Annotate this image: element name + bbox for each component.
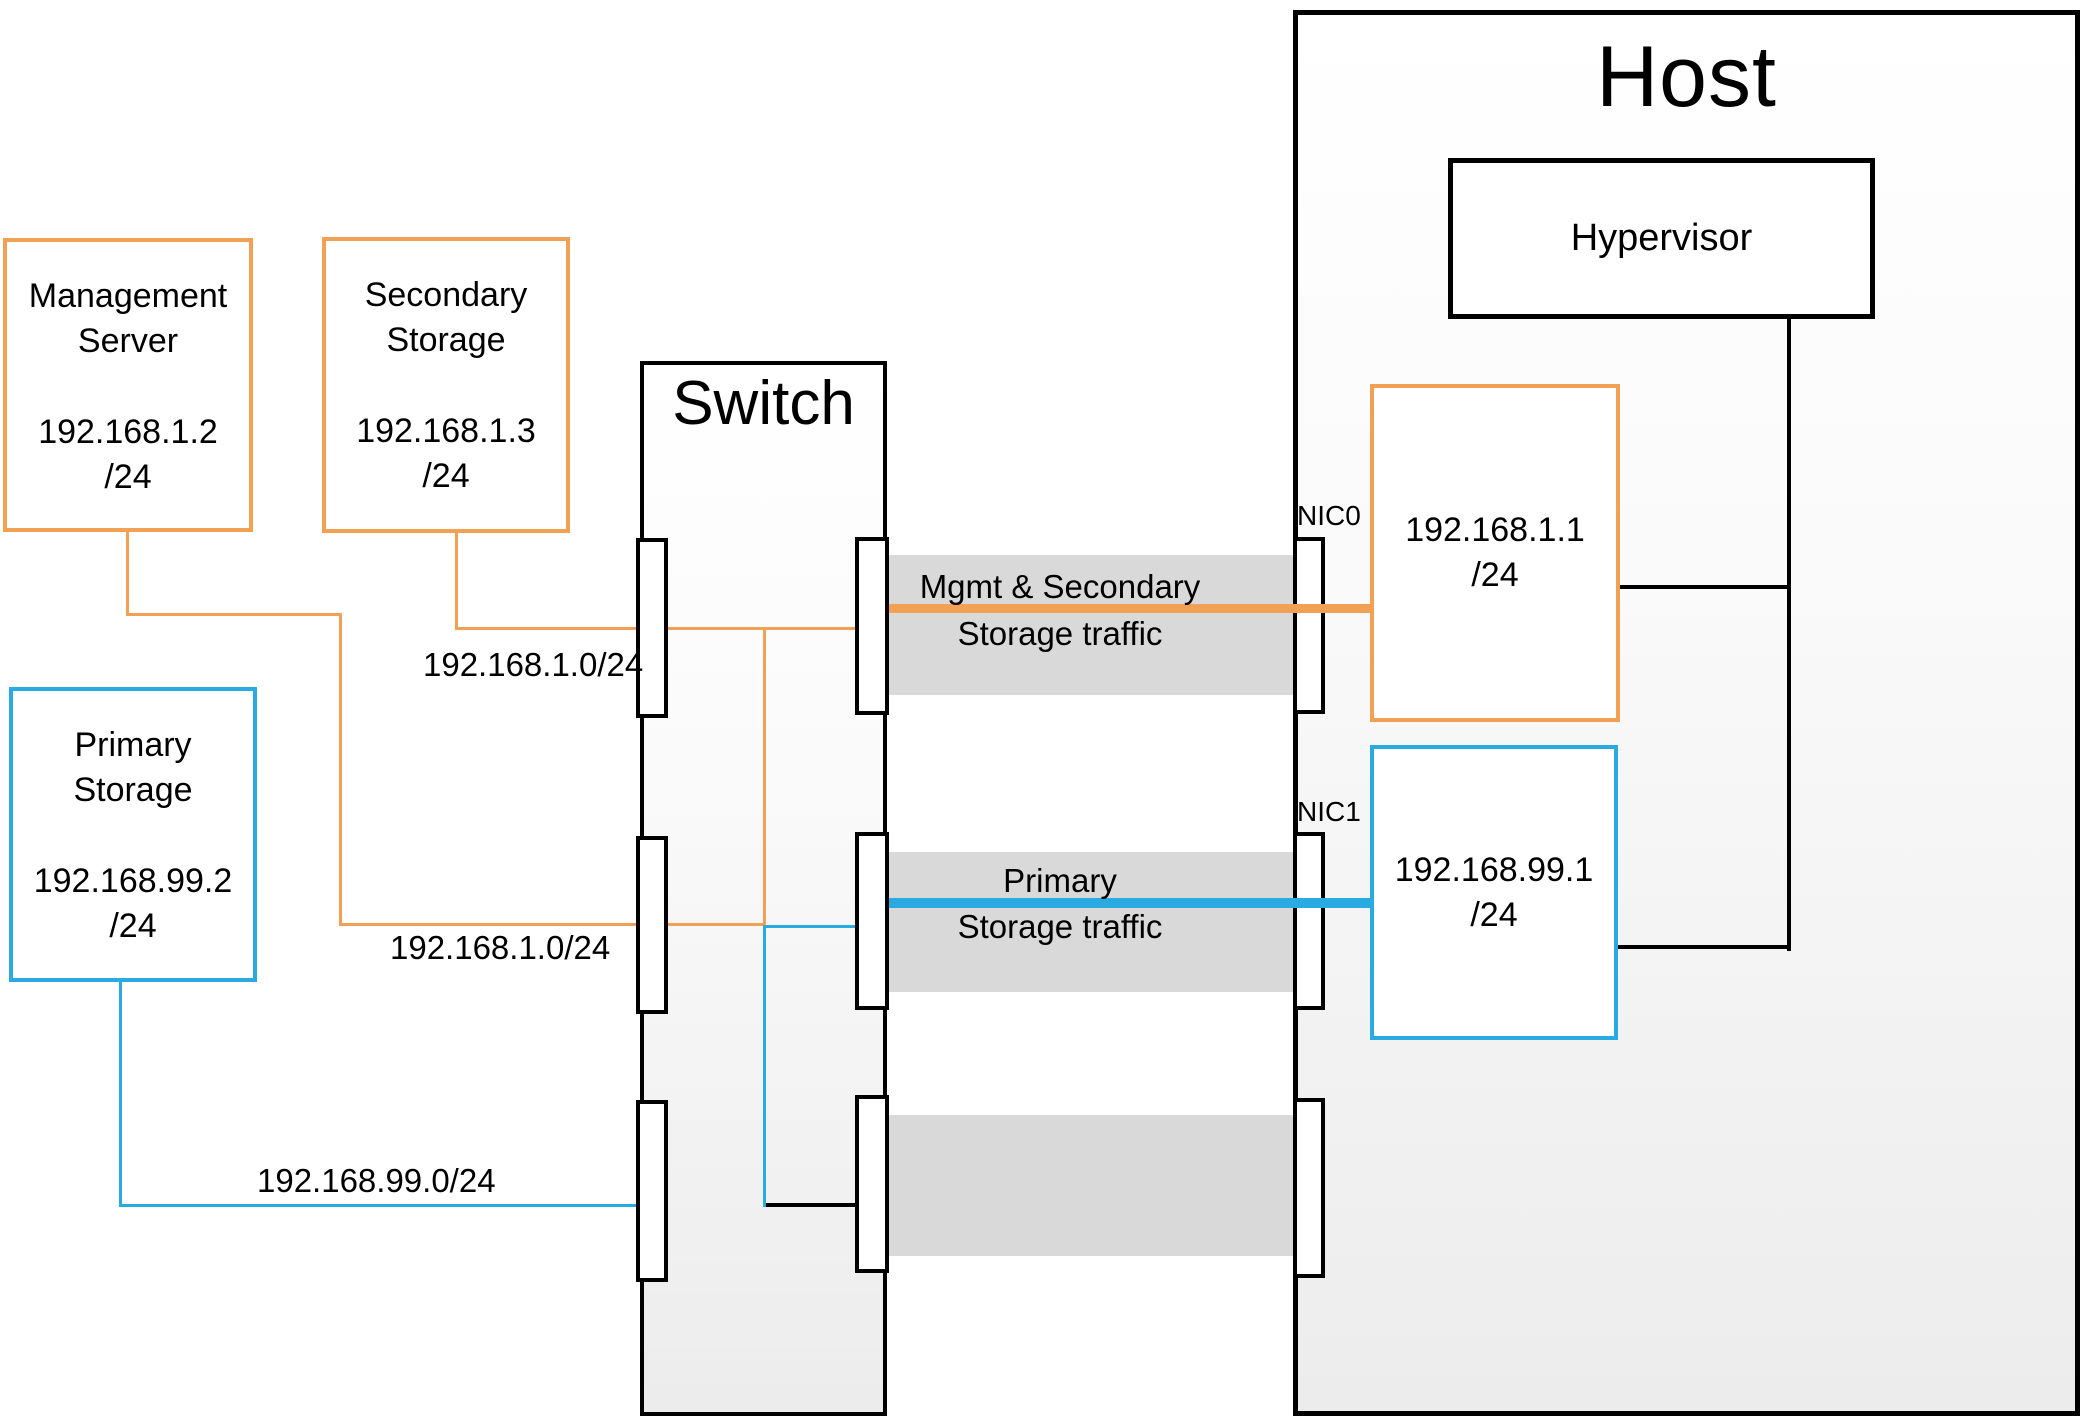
primary-storage-ip: 192.168.99.2 /24	[13, 859, 253, 949]
hypervisor-label: Hypervisor	[1570, 217, 1753, 259]
primary-name-line1: Primary	[74, 726, 192, 764]
traffic-band-mgmt-secondary	[889, 555, 1325, 695]
wire-secondary-horizontal	[455, 627, 639, 630]
switch-title: Switch	[672, 369, 855, 438]
management-name-line1: Management	[28, 277, 228, 315]
wire-nic1-to-hypervisor	[1618, 945, 1790, 949]
secondary-storage-box: Secondary Storage 192.168.1.3 /24	[322, 237, 570, 533]
nic1-label: NIC1	[1297, 796, 1361, 827]
traffic-line-mgmt-secondary	[889, 604, 1370, 613]
primary-ip-mask: /24	[109, 907, 157, 945]
wire-nic0-to-hypervisor	[1620, 585, 1790, 589]
traffic2-line1: Primary	[1003, 862, 1117, 899]
switch-port-right-3	[855, 1095, 889, 1273]
traffic1-line2: Storage traffic	[957, 615, 1163, 652]
secondary-ip-value: 192.168.1.3	[356, 412, 536, 450]
secondary-name-line1: Secondary	[364, 276, 528, 314]
wire-hypervisor-vertical	[1787, 319, 1791, 951]
switch-port-right-2	[855, 832, 889, 1010]
primary-name-line2: Storage	[73, 771, 193, 809]
switch-port-right-1	[855, 537, 889, 715]
subnet-label-secondary: 192.168.1.0/24	[423, 646, 644, 683]
subnet-label-management: 192.168.1.0/24	[390, 929, 611, 966]
switch-port-left-1	[636, 538, 668, 718]
wire-switch-blue-vertical	[763, 925, 766, 1207]
nic0-ip-value: 192.168.1.1	[1405, 511, 1585, 549]
subnet-label-primary: 192.168.99.0/24	[257, 1162, 496, 1199]
wire-primary-vertical	[119, 982, 122, 1207]
primary-storage-name: Primary Storage	[13, 723, 253, 813]
wire-mgmt-vertical-1	[126, 532, 129, 616]
wire-switch-orange-mid	[668, 923, 766, 926]
management-server-box: Management Server 192.168.1.2 /24	[3, 238, 253, 532]
management-name-line2: Server	[77, 322, 179, 360]
traffic2-line2: Storage traffic	[957, 908, 1163, 945]
traffic-label-primary: Primary Storage traffic	[842, 858, 1278, 950]
host-title: Host	[1596, 29, 1777, 125]
wire-mgmt-horizontal-2	[339, 923, 639, 926]
host-port-nic1	[1293, 832, 1325, 1010]
traffic-band-primary	[889, 852, 1325, 992]
management-server-ip: 192.168.1.2 /24	[7, 410, 249, 500]
wire-primary-horizontal	[119, 1204, 639, 1207]
wire-switch-bottom-black	[766, 1203, 858, 1207]
secondary-name-line2: Storage	[386, 321, 506, 359]
switch-port-left-3	[636, 1100, 668, 1282]
nic1-box: 192.168.99.1 /24	[1370, 745, 1618, 1040]
wire-secondary-vertical	[455, 533, 458, 630]
wire-mgmt-vertical-2	[339, 613, 342, 926]
traffic-line-primary	[889, 898, 1370, 908]
nic1-ip-mask: /24	[1470, 895, 1518, 934]
host-port-nic0	[1293, 537, 1325, 714]
hypervisor-box: Hypervisor	[1448, 158, 1875, 319]
secondary-storage-ip: 192.168.1.3 /24	[326, 409, 566, 499]
switch-port-left-2	[636, 836, 668, 1014]
management-ip-value: 192.168.1.2	[38, 413, 218, 451]
nic0-ip-mask: /24	[1471, 556, 1519, 594]
nic1-ip-value: 192.168.99.1	[1394, 850, 1594, 889]
nic0-label: NIC0	[1297, 500, 1361, 531]
traffic1-line1: Mgmt & Secondary	[919, 568, 1201, 605]
host-port-unused	[1293, 1098, 1325, 1278]
primary-ip-value: 192.168.99.2	[33, 862, 233, 900]
wire-mgmt-horizontal-1	[126, 613, 342, 616]
traffic-band-unused	[889, 1115, 1325, 1256]
traffic-label-mgmt-secondary: Mgmt & Secondary Storage traffic	[842, 563, 1278, 657]
secondary-storage-name: Secondary Storage	[326, 273, 566, 363]
management-ip-mask: /24	[104, 458, 152, 496]
management-server-name: Management Server	[7, 274, 249, 364]
secondary-ip-mask: /24	[422, 457, 470, 495]
wire-switch-blue-mid	[766, 925, 858, 928]
wire-switch-orange-vertical	[763, 627, 766, 926]
primary-storage-box: Primary Storage 192.168.99.2 /24	[9, 687, 257, 982]
nic0-box: 192.168.1.1 /24	[1370, 384, 1620, 722]
